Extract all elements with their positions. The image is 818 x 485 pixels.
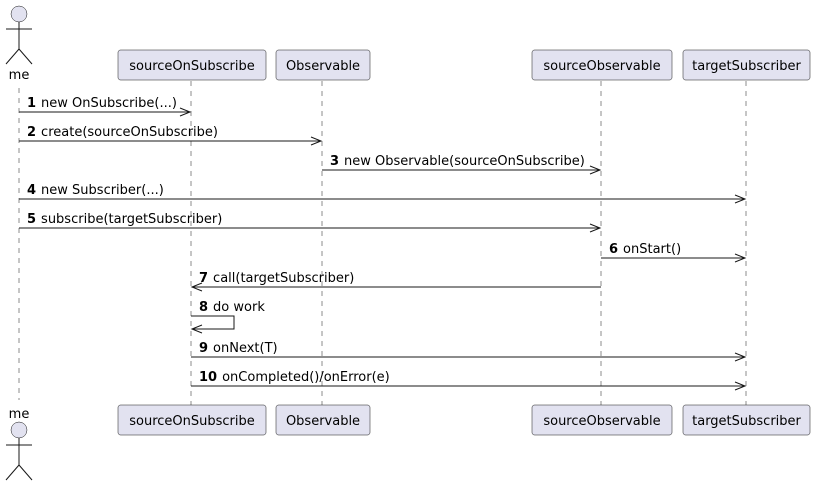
actor-leg xyxy=(18,464,33,481)
participant-box xyxy=(531,404,673,436)
message-line xyxy=(191,315,235,330)
participant-sourceOnSubscribe-bottom: sourceOnSubscribe xyxy=(117,404,267,436)
arrowhead-icon xyxy=(734,352,747,362)
arrowhead-icon xyxy=(190,282,203,292)
arrowhead-icon xyxy=(734,381,747,391)
arrowhead-icon xyxy=(734,253,747,263)
participant-sourceOnSubscribe-top: sourceOnSubscribe xyxy=(117,49,267,81)
arrowhead-icon xyxy=(310,136,323,146)
actor-leg xyxy=(5,464,20,481)
participant-sourceObservable-top: sourceObservable xyxy=(531,49,673,81)
actor-head-icon xyxy=(10,421,28,439)
participant-sourceObservable-bottom: sourceObservable xyxy=(531,404,673,436)
actor-label: me xyxy=(9,407,30,422)
actor-leg xyxy=(18,48,33,65)
actor-head-icon xyxy=(10,5,28,23)
actor-leg xyxy=(5,48,20,65)
participant-box xyxy=(682,49,811,81)
participant-label: targetSubscriber xyxy=(692,414,801,429)
participant-label: Observable xyxy=(286,59,360,74)
participant-box xyxy=(275,404,371,436)
arrowhead-icon xyxy=(734,194,747,204)
actor-label: me xyxy=(9,68,30,83)
participant-box xyxy=(531,49,673,81)
lifelines xyxy=(18,81,747,405)
participants: memesourceOnSubscribesourceOnSubscribeOb… xyxy=(5,5,811,481)
participant-label: Observable xyxy=(286,414,360,429)
arrowhead-icon xyxy=(589,223,602,233)
participant-Observable-top: Observable xyxy=(275,49,371,81)
participant-Observable-bottom: Observable xyxy=(275,404,371,436)
participant-box xyxy=(682,404,811,436)
participant-targetSubscriber-top: targetSubscriber xyxy=(682,49,811,81)
actor-me-top: me xyxy=(5,5,33,83)
participant-label: sourceObservable xyxy=(543,414,660,429)
participant-label: sourceOnSubscribe xyxy=(129,59,255,74)
participant-box xyxy=(117,49,267,81)
actor-me-bottom: me xyxy=(5,407,33,481)
arrowhead-icon xyxy=(179,107,192,117)
arrowhead-icon xyxy=(589,165,602,175)
participant-targetSubscriber-bottom: targetSubscriber xyxy=(682,404,811,436)
participant-box xyxy=(275,49,371,81)
arrowhead-icon xyxy=(190,324,203,334)
participant-box xyxy=(117,404,267,436)
participant-label: sourceOnSubscribe xyxy=(129,414,255,429)
participant-label: targetSubscriber xyxy=(692,59,801,74)
participant-label: sourceObservable xyxy=(543,59,660,74)
